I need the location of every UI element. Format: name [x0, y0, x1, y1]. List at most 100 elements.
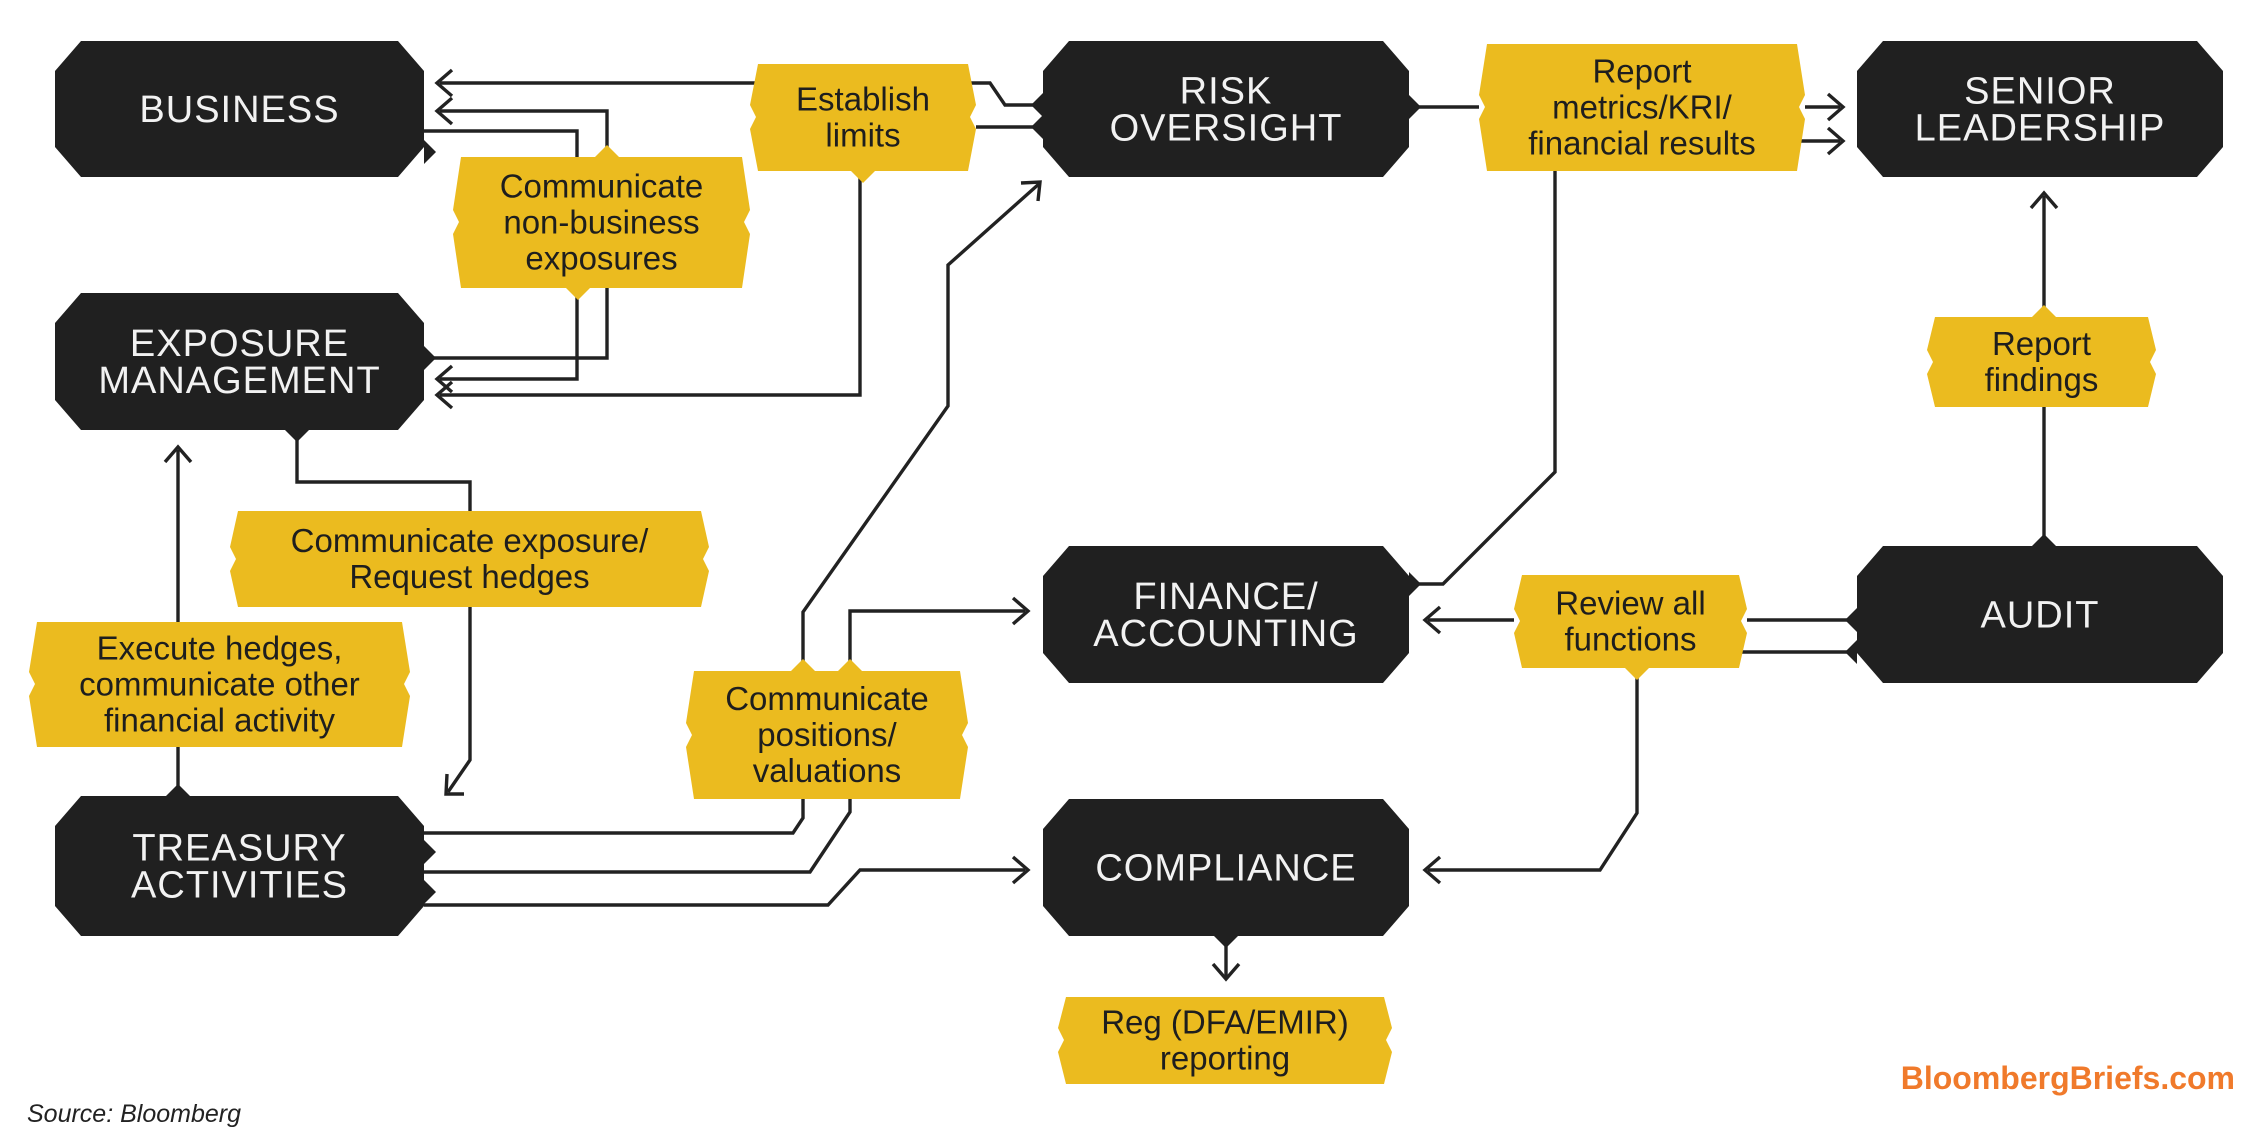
node-box: [1857, 41, 2223, 177]
flow-label-tag: [1058, 997, 1392, 1084]
connector-exposure-to-request-hedges: [295, 430, 472, 511]
connector-positions-to-risk-oversight: [801, 181, 1042, 671]
flow-label-execute-hedges: Execute hedges,communicate otherfinancia…: [29, 622, 410, 747]
node-label: LEADERSHIP: [1915, 108, 2166, 150]
flow-label-text: functions: [1564, 621, 1696, 658]
flow-label-text: financial results: [1528, 125, 1755, 162]
node-box: [1043, 546, 1421, 683]
arrowhead-business-top: [434, 68, 454, 98]
flow-label-text: Execute hedges,: [97, 630, 343, 667]
connector-review-to-compliance: [1428, 668, 1639, 872]
flow-label-text: limits: [825, 117, 900, 154]
flow-label-text: communicate other: [79, 666, 360, 703]
flow-label-text: metrics/KRI/: [1552, 89, 1733, 126]
node-box: [55, 784, 436, 936]
node-label: MANAGEMENT: [98, 360, 380, 402]
node-box: [1043, 799, 1409, 948]
connector-treasury-to-positions-2: [424, 799, 852, 874]
arrowhead-risk-oversight: [1020, 180, 1042, 202]
arrowhead-senior-lower: [1826, 126, 1846, 156]
arrowhead-compliance-left: [1011, 855, 1031, 885]
connector-business-to-nonbusiness: [424, 129, 579, 157]
connector-establish-limits-to-business: [440, 81, 1043, 107]
node-label: COMPLIANCE: [1095, 848, 1356, 890]
connector-treasury-to-compliance: [424, 868, 1025, 907]
flow-label-tag: [29, 622, 410, 747]
arrowhead-exposure-bottom-up: [163, 444, 193, 464]
flow-label-text: Establish: [796, 81, 930, 118]
flow-label-text: Review all: [1555, 585, 1705, 622]
flow-label-text: reporting: [1160, 1040, 1290, 1077]
flow-label-text: positions/: [757, 716, 897, 753]
node-audit: AUDIT: [1845, 534, 2223, 683]
flow-label-text: Communicate: [500, 168, 704, 205]
arrowhead-compliance-right: [1422, 855, 1442, 885]
node-label: EXPOSURE: [130, 323, 349, 365]
flow-label-text: financial activity: [104, 702, 336, 739]
node-label: ACCOUNTING: [1093, 613, 1358, 655]
arrowhead-exposure-middle: [434, 364, 454, 394]
source-note: Source: Bloomberg: [27, 1100, 242, 1128]
flow-label-text: Report: [1592, 53, 1691, 90]
flow-label-tag: [453, 145, 750, 300]
flow-label-tag: [686, 659, 968, 799]
flow-label-communicate-exposure-request-hedges: Communicate exposure/Request hedges: [230, 511, 709, 607]
arrowhead-finance-right: [1422, 605, 1442, 635]
flow-label-tag: [1514, 575, 1747, 680]
node-box: [55, 293, 436, 442]
flow-label-text: Reg (DFA/EMIR): [1101, 1004, 1349, 1041]
flow-label-text: Request hedges: [349, 558, 589, 595]
arrowhead-senior-bottom: [2029, 190, 2059, 210]
arrowhead-business-middle: [434, 96, 454, 126]
connector-positions-to-finance: [848, 609, 1025, 671]
node-label: AUDIT: [1981, 595, 2100, 637]
connector-nonbusiness-to-exposure: [440, 288, 579, 381]
flow-label-text: findings: [1985, 361, 2099, 398]
node-finance-accounting: FINANCE/ACCOUNTING: [1043, 546, 1421, 683]
node-box: [55, 41, 436, 177]
flow-label-text: non-business: [503, 204, 699, 241]
connectors: [163, 68, 2059, 982]
node-business: BUSINESS: [55, 41, 436, 177]
node-label: RISK: [1180, 71, 1273, 113]
flow-label-text: exposures: [525, 240, 677, 277]
arrowhead-treasury-top: [444, 773, 464, 796]
brand-link[interactable]: BloombergBriefs.com: [1900, 1060, 2235, 1096]
node-label: TREASURY: [132, 828, 346, 870]
connector-nonbusiness-to-business: [440, 109, 609, 147]
arrowhead-reg-reporting: [1211, 962, 1241, 982]
flow-label-tag: [1927, 305, 2156, 407]
node-compliance: COMPLIANCE: [1043, 799, 1409, 948]
flow-label-tag: [750, 64, 976, 183]
connector-request-hedges-to-treasury: [446, 607, 472, 793]
node-label: OVERSIGHT: [1110, 108, 1343, 150]
node-label: FINANCE/: [1133, 576, 1318, 618]
connector-establish-limits-to-exposure: [440, 171, 862, 397]
arrowhead-finance-left: [1011, 596, 1031, 626]
node-label: ACTIVITIES: [131, 865, 348, 907]
connector-treasury-to-positions-1: [424, 799, 805, 835]
flow-label-text: Communicate exposure/: [291, 522, 649, 559]
flow-label-text: Report: [1992, 325, 2091, 362]
node-box: [1031, 41, 1421, 177]
flow-label-reg-reporting: Reg (DFA/EMIR)reporting: [1058, 997, 1392, 1084]
flow-label-text: Communicate: [725, 680, 929, 717]
node-box: [1845, 534, 2223, 683]
connector-finance-to-report-metrics: [1414, 171, 1557, 586]
flow-label-text: valuations: [753, 752, 902, 789]
flow-label-tag: [230, 511, 709, 607]
node-label: BUSINESS: [139, 89, 339, 131]
arrowhead-senior-upper: [1826, 92, 1846, 122]
